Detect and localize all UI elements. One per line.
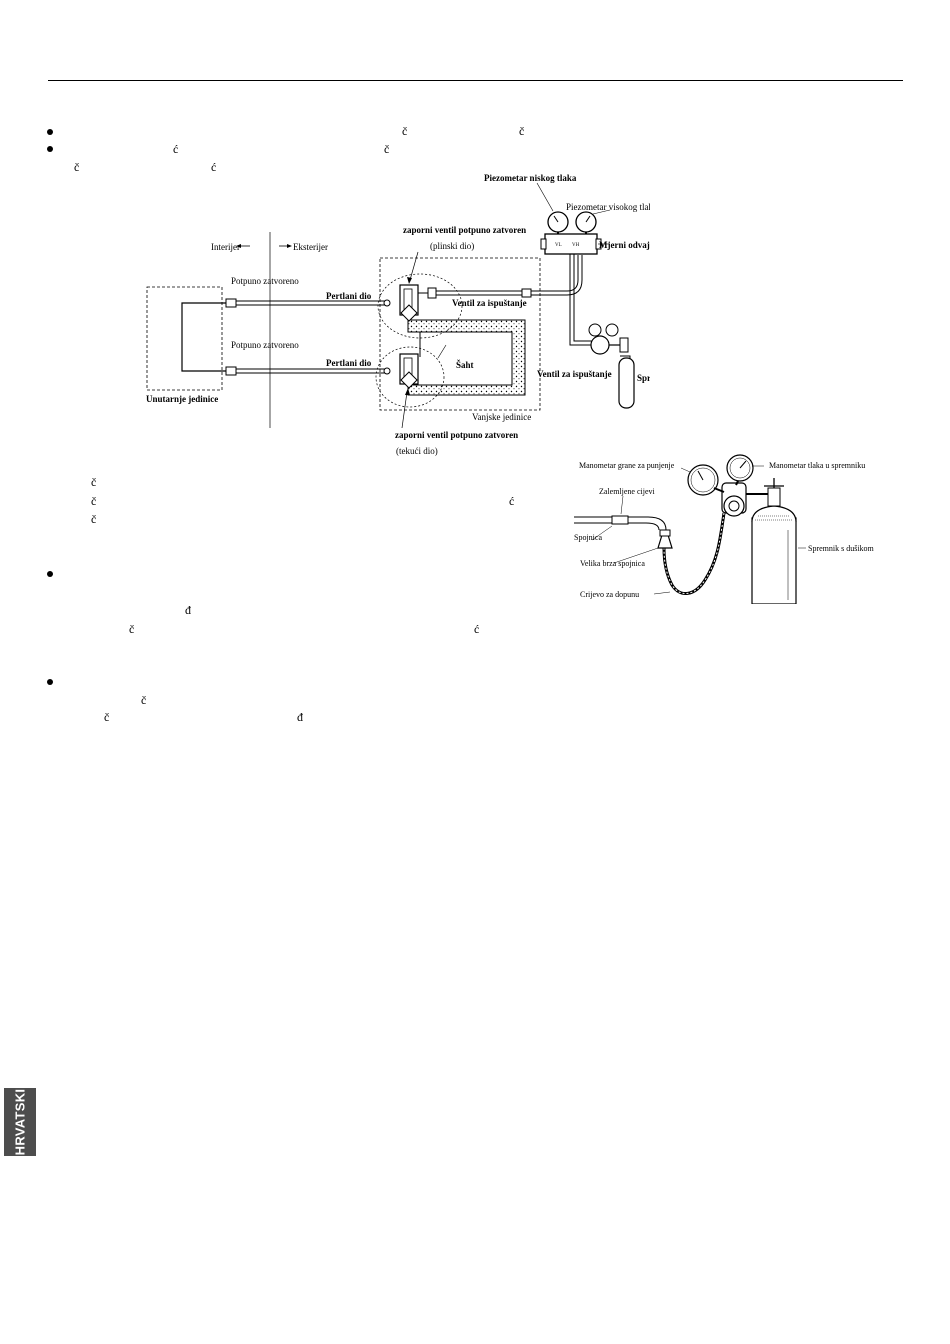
bullet-1 [47, 129, 53, 135]
outdoor-unit-box [379, 257, 541, 411]
nitrogen-tank-label-2: Spremnik s dušikom [808, 544, 875, 553]
flare-bottom-label: Pertlani dio [326, 358, 372, 368]
coupler-label: Spojnica [574, 533, 602, 542]
vl-label: VL [555, 243, 562, 248]
tank-gauge-label: Manometar tlaka u spremniku [769, 461, 865, 470]
indoor-unit-label: Unutarnje jedinice [146, 394, 218, 404]
text-fragment: ć [509, 494, 515, 508]
text-fragment: đ [185, 603, 191, 617]
low-gauge-label: Piezometar niskog tlaka [484, 173, 577, 183]
language-tab-label: HRVATSKI [12, 1088, 28, 1156]
indoor-loop [181, 302, 226, 372]
release-valve-bottom-label: Ventil za ispuštanje [537, 369, 612, 379]
vh-label: VH [572, 243, 580, 248]
gas-valve-label-2: (plinski dio) [430, 241, 474, 251]
nitrogen-tank-label: Spremnik dušika [637, 373, 650, 383]
fully-closed-bottom-label: Potpuno zatvoreno [231, 340, 299, 350]
bullet-3 [47, 571, 53, 577]
nitrogen-tank [618, 357, 635, 409]
text-fragment: č [129, 622, 135, 636]
flare-top-label: Pertlani dio [326, 291, 372, 301]
text-fragment: č [91, 512, 97, 526]
release-valve-top-label: Ventil za ispuštanje [452, 298, 527, 308]
interior-label: Interijer [211, 242, 240, 252]
text-fragment: č [74, 160, 80, 174]
text-fragment: č [104, 710, 110, 724]
exterior-label: Eksterijer [293, 242, 328, 252]
high-gauge-label: Piezometar visokog tlaka [566, 202, 650, 212]
shaft-label: Šaht [456, 360, 474, 370]
branch-gauge-label: Manometar grane za punjenje [579, 461, 675, 470]
text-fragment: č [402, 124, 408, 138]
charging-hose [662, 512, 726, 595]
text-fragment: ć [173, 142, 179, 156]
text-fragment: č [141, 693, 147, 707]
text-fragment: ć [474, 622, 480, 636]
text-fragment: č [519, 124, 525, 138]
text-fragment: đ [297, 710, 303, 724]
bullet-2 [47, 146, 53, 152]
manifold-label: Mjerni odvajač [599, 240, 650, 250]
nitrogen-equipment-illustration: Manometar grane za punjenje Manometar tl… [574, 454, 875, 604]
outdoor-unit-label: Vanjske jedinice [472, 412, 531, 422]
indoor-unit-box [146, 286, 223, 391]
text-fragment: ć [211, 160, 217, 174]
brazed-pipes-label: Zalemljene cijevi [599, 487, 656, 496]
quick-coupler-label: Velika brza spojnica [580, 559, 645, 568]
text-fragment: č [384, 142, 390, 156]
text-fragment: č [91, 475, 97, 489]
text-fragment: č [91, 494, 97, 508]
fully-closed-top-label: Potpuno zatvoreno [231, 276, 299, 286]
hose-label: Crijevo za dopunu [580, 590, 639, 599]
nitrogen-cylinder [751, 517, 797, 604]
language-tab: HRVATSKI [4, 1088, 36, 1156]
bullet-4 [47, 679, 53, 685]
gas-valve-label-1: zaporni ventil potpuno zatvoren [403, 225, 526, 235]
liquid-valve-label-2: (tekući dio) [396, 446, 438, 456]
liquid-valve-label-1: zaporni ventil potpuno zatvoren [395, 430, 518, 440]
header-rule [48, 80, 903, 81]
manifold-gauge [544, 233, 598, 255]
piping-schematic-diagram: Interijer Eksterijer Potpuno zatvoreno P… [146, 173, 650, 456]
